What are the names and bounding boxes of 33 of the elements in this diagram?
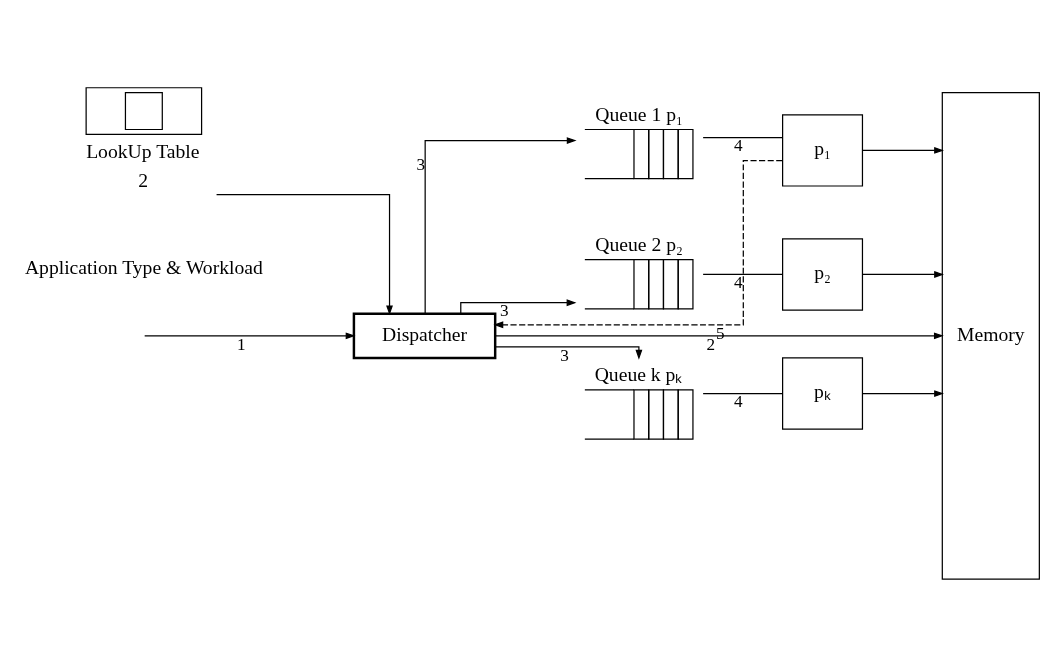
node-box: Dispatcher [352,312,497,360]
node-box: Memory [941,92,1040,580]
arrow [862,146,944,154]
node-label: Queue 2 p₂ [595,232,683,255]
edge-label: 3 [560,345,569,365]
node-label: Queue k pₖ [594,363,683,386]
arrow [215,194,393,316]
arrow [424,137,577,315]
edge-label: 4 [734,136,743,156]
label: Application Type & Workload [24,256,263,279]
node-label: Queue 1 p₁ [595,102,683,125]
arrow [460,299,577,315]
connector [702,137,783,139]
node-label: 2 [138,168,149,191]
arrow [493,160,784,329]
node-box: pₖ [782,357,864,430]
node-box [85,87,203,136]
edge-label: 4 [734,392,743,412]
arrow [494,346,643,360]
arrow [495,332,944,340]
edge-label: 3 [416,154,426,174]
edge-label: 4 [734,273,743,293]
edge-label: 2 [706,334,716,354]
edge-label: 3 [499,301,509,321]
node-box: p₁ [782,114,864,187]
node-box: p₂ [782,238,864,311]
connector [702,273,783,276]
arrow [862,390,944,398]
connector [702,393,783,395]
arrow [862,271,944,278]
edge-label: 1 [236,334,246,354]
node-label: LookUp Table [86,139,200,162]
arrow [144,332,356,340]
